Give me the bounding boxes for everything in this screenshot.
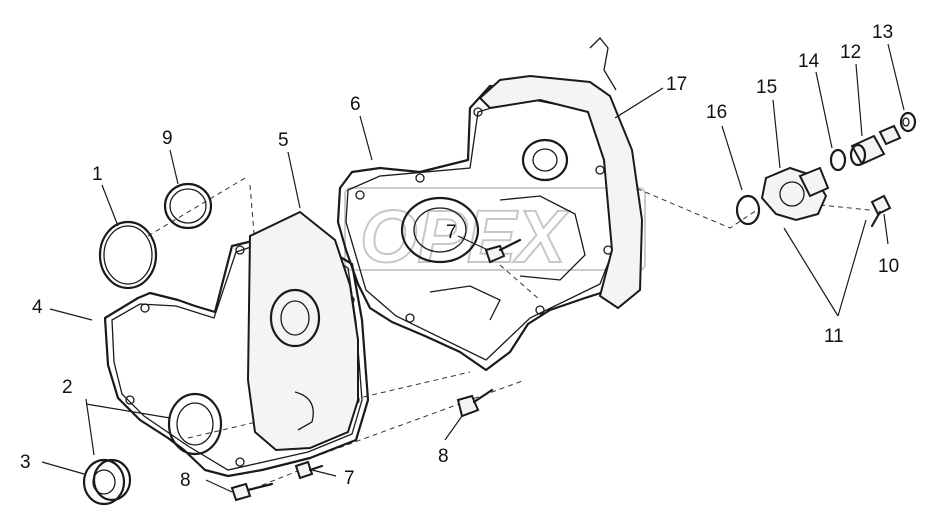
callout-10: 10 bbox=[878, 256, 899, 277]
callout-12: 12 bbox=[840, 42, 861, 63]
callout-17: 17 bbox=[666, 74, 687, 95]
part-8-bolt-middle bbox=[456, 388, 494, 418]
part-7-bolt-upper bbox=[484, 238, 522, 264]
callout-11: 11 bbox=[824, 326, 844, 347]
callout-14: 14 bbox=[798, 51, 820, 72]
callout-16: 16 bbox=[706, 102, 727, 123]
callout-1: 1 bbox=[92, 164, 103, 185]
part-8-bolt-lower bbox=[230, 482, 274, 502]
part-16-o-ring bbox=[735, 194, 761, 226]
part-9-seal-ring bbox=[163, 182, 213, 230]
callout-13: 13 bbox=[872, 22, 893, 43]
part-15-flange-housing bbox=[760, 166, 830, 222]
callout-3: 3 bbox=[20, 452, 31, 473]
part-2-front-seal bbox=[167, 392, 223, 456]
part-14-o-ring bbox=[829, 148, 847, 172]
part-13-cap bbox=[899, 111, 917, 133]
callout-8-lower: 8 bbox=[180, 470, 191, 491]
part-5-front-cover bbox=[246, 210, 359, 452]
part-17-gear-housing bbox=[400, 37, 644, 321]
callout-leaders bbox=[41, 43, 905, 493]
callout-4: 4 bbox=[32, 297, 43, 318]
watermark: OPEX bbox=[344, 187, 646, 279]
callout-9: 9 bbox=[162, 128, 173, 149]
callout-labels: 1 2 3 4 5 6 7 7 8 8 9 10 11 12 13 14 15 … bbox=[20, 22, 899, 491]
callout-8-middle: 8 bbox=[438, 446, 449, 467]
callout-5: 5 bbox=[278, 130, 289, 151]
callout-15: 15 bbox=[756, 77, 777, 98]
part-12-plunger bbox=[849, 124, 902, 167]
callout-7-upper: 7 bbox=[446, 222, 457, 243]
part-7-bolt-lower bbox=[294, 460, 324, 480]
part-10-screw bbox=[870, 194, 892, 228]
callout-6: 6 bbox=[350, 94, 361, 115]
callout-2: 2 bbox=[62, 377, 73, 398]
part-1-o-ring bbox=[98, 220, 158, 290]
part-3-seal bbox=[82, 458, 132, 506]
callout-7-lower: 7 bbox=[344, 468, 355, 489]
